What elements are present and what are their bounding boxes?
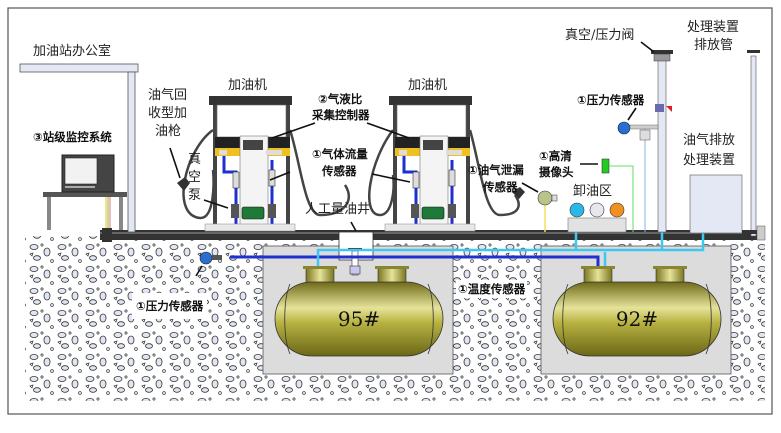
pressure-sensor-bottom-icon	[199, 251, 222, 265]
fuel-pipe	[316, 232, 705, 270]
leak-sensor-label-2: 传感器	[483, 180, 518, 194]
vacuum-pump-icon	[411, 204, 456, 220]
pressure-sensor-top-label: ①压力传感器	[577, 93, 645, 107]
callout-arrows	[169, 41, 655, 277]
nozzle-label-3: 油枪	[155, 124, 182, 139]
treatment-unit	[689, 174, 743, 234]
vent-pipe-label-2: 排放管	[694, 38, 734, 53]
ratio-controller-label-1: ②气液比	[318, 92, 363, 106]
monitoring-system-label: ③站级监控系统	[33, 130, 112, 144]
manual-gauge-well	[338, 231, 374, 276]
treatment-unit-label-1: 油气排放	[683, 133, 736, 148]
tank-92-label: 92#	[616, 307, 658, 331]
temperature-sensor-label: ①温度传感器	[456, 280, 528, 298]
unloading-area-label: 卸油区	[573, 184, 613, 199]
tank-92	[552, 266, 722, 357]
flow-sensor-label-2: 传感器	[322, 164, 357, 178]
leak-sensor-label-1: ①油气泄漏	[468, 163, 524, 177]
office-building	[19, 63, 139, 242]
pressure-sensor-bottom-label: ①压力传感器	[132, 293, 208, 319]
valve-orange-icon	[609, 202, 625, 218]
camera-label-2: 摄像头	[539, 165, 574, 179]
tank-95-label: 95#	[338, 307, 380, 331]
manual-well-label: 人工量油井	[305, 202, 371, 217]
flow-sensor-label-1: ①气体流量	[312, 147, 368, 161]
vent-pipe-label-1: 处理装置	[687, 20, 740, 35]
pv-valve-label: 真空/压力阀	[565, 28, 635, 43]
monitor-icon	[61, 154, 115, 193]
nozzle-icon	[512, 187, 525, 199]
camera-icon	[601, 158, 634, 232]
pressure-sensor-top-icon	[617, 121, 659, 135]
fuel-dispenser-left	[177, 96, 351, 232]
ratio-controller-label-2: 采集控制器	[312, 108, 370, 122]
vacuum-pump-label-3: 泵	[188, 188, 202, 203]
nozzle-icon	[177, 177, 190, 191]
leak-sensor-icon	[537, 190, 558, 232]
nozzle-label-1: 油气回	[148, 88, 188, 103]
vacuum-pump-label-1: 真	[188, 152, 202, 167]
vacuum-pump-label-2: 空	[188, 170, 202, 185]
valve-cyan-icon	[569, 202, 585, 218]
vapor-return-pipe	[230, 255, 600, 268]
nozzle-label-2: 收型加	[148, 106, 188, 121]
pv-valve-vent	[639, 50, 673, 233]
ground-slab	[100, 230, 760, 240]
dispenser-right-label: 加油机	[408, 78, 448, 93]
treatment-unit-label-2: 处理装置	[683, 153, 736, 168]
treatment-vent-pipe	[747, 50, 760, 237]
office-label: 加油站办公室	[33, 44, 112, 59]
tank-95	[274, 266, 444, 357]
camera-label-1: ①高清	[539, 149, 572, 163]
fuel-dispenser-right	[368, 96, 525, 232]
dispenser-left-label: 加油机	[228, 78, 268, 93]
valve-white-icon	[589, 202, 605, 218]
vacuum-pump-icon	[231, 204, 276, 220]
unloading-area	[567, 202, 627, 233]
